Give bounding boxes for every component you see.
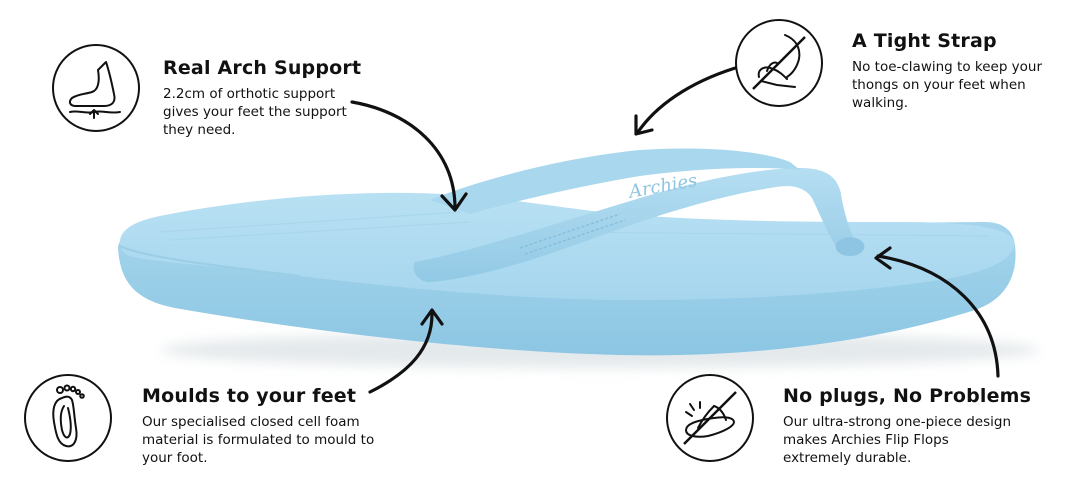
footprint-icon (52, 384, 85, 448)
arch-support-badge (52, 44, 140, 132)
no-plugs-badge (666, 374, 754, 462)
tight-strap-badge (735, 19, 823, 107)
feature-title: Real Arch Support (163, 57, 362, 79)
feature-body: 2.2cm of orthotic support gives your fee… (163, 85, 347, 138)
sole-texture (159, 211, 991, 241)
heel-rim (119, 245, 301, 277)
feature-body: Our specialised closed cell foam materia… (142, 413, 375, 466)
feature-moulds: Moulds to your feet Our specialised clos… (142, 386, 402, 467)
no-toe-claw-icon (752, 34, 806, 90)
strap-emboss (519, 213, 626, 255)
foot-arch-icon (68, 61, 121, 119)
feature-tight-strap: A Tight Strap No toe-clawing to keep you… (852, 31, 1062, 112)
arrow-plugs-head (874, 246, 892, 270)
feature-body: Our ultra-strong one-piece design makes … (783, 413, 1011, 466)
feature-title: Moulds to your feet (142, 385, 357, 407)
arrow-moulds (368, 312, 434, 394)
feature-body: No toe-clawing to keep your thongs on yo… (852, 58, 1043, 111)
feature-title: A Tight Strap (852, 30, 997, 52)
arrow-moulds-head (420, 308, 444, 326)
arrow-strap-head (634, 114, 654, 136)
no-plug-icon (683, 391, 737, 445)
feature-no-plugs: No plugs, No Problems Our ultra-strong o… (783, 386, 1031, 467)
arrow-arch-head (440, 192, 468, 212)
strap-back (430, 148, 800, 214)
toe-post (835, 237, 865, 256)
arrow-strap (636, 64, 744, 134)
moulds-badge (24, 374, 112, 462)
arrow-plugs (876, 254, 1000, 378)
feature-arch-support: Real Arch Support 2.2cm of orthotic supp… (163, 58, 363, 139)
feature-title: No plugs, No Problems (783, 385, 1032, 407)
arrow-arch (350, 100, 457, 210)
